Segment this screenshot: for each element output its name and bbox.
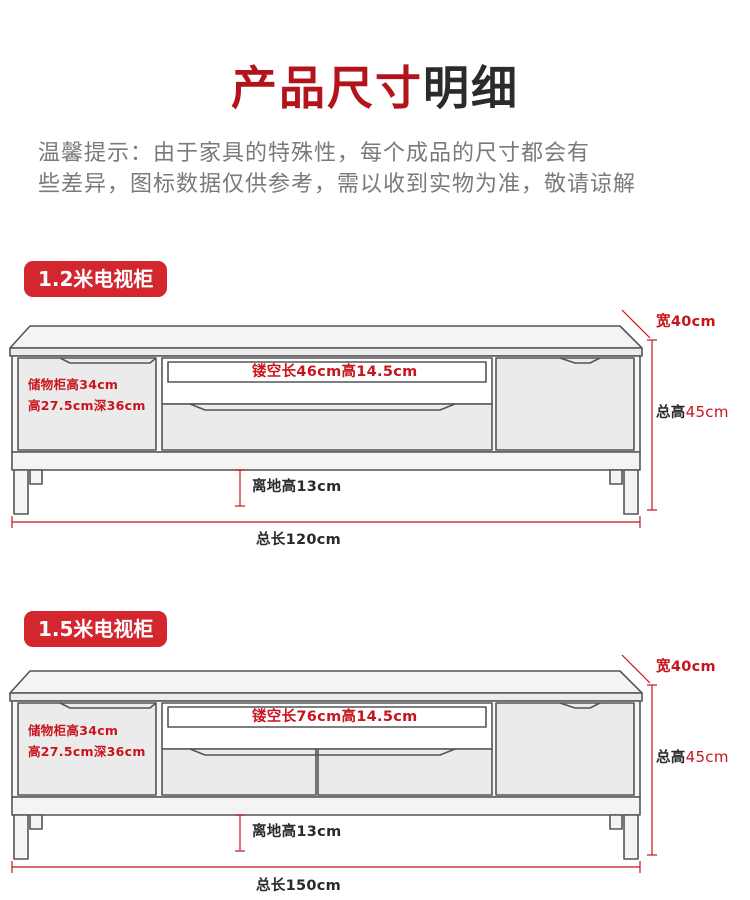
- length-dimension-1: 总长120cm: [256, 528, 341, 549]
- length-dimension-2: 总长150cm: [256, 874, 341, 895]
- product-badge-1: 1.2米电视柜: [24, 261, 168, 297]
- width-label-2: 宽: [656, 659, 671, 675]
- height-label-1: 总高: [656, 405, 686, 421]
- title-red-part: 产品尺寸: [231, 61, 423, 115]
- storage-dimension-2-line-2: 高27.5cm深36cm: [28, 744, 146, 759]
- notice-line-1: 温馨提示：由于家具的特殊性，每个成品的尺寸都会有: [38, 141, 591, 166]
- notice-text: 温馨提示：由于家具的特殊性，每个成品的尺寸都会有 些差异，图标数据仅供参考，需以…: [38, 138, 728, 200]
- product-badge-2: 1.5米电视柜: [24, 611, 168, 647]
- storage-dimension-1-line-1: 储物柜高34cm: [28, 377, 119, 392]
- title-dark-part: 明细: [423, 61, 519, 115]
- length-value-1: 120cm: [285, 532, 342, 548]
- hollow-dimension-1: 镂空长46cm高14.5cm: [252, 364, 418, 380]
- height-dimension-2: 总高45cm: [656, 746, 729, 767]
- width-dimension-2: 宽40cm: [656, 655, 716, 676]
- height-value-1: 45cm: [685, 403, 729, 421]
- height-value-2: 45cm: [685, 748, 729, 766]
- hollow-dimension-2: 镂空长76cm高14.5cm: [252, 709, 418, 725]
- page-title: 产品尺寸明细: [0, 52, 750, 118]
- storage-dimension-1-line-2: 高27.5cm深36cm: [28, 398, 146, 413]
- width-value-1: 40cm: [670, 314, 716, 330]
- width-value-2: 40cm: [670, 659, 716, 675]
- length-value-2: 150cm: [285, 878, 342, 894]
- tv-cabinet-drawing-1: [9, 309, 657, 528]
- length-label-2: 总长: [256, 878, 286, 894]
- storage-dimension-2-line-1: 储物柜高34cm: [28, 723, 119, 738]
- clearance-dimension-1: 离地高13cm: [252, 479, 342, 495]
- height-dimension-1: 总高45cm: [656, 401, 729, 422]
- height-label-2: 总高: [656, 750, 686, 766]
- clearance-dimension-2: 离地高13cm: [252, 824, 342, 840]
- tv-cabinet-drawing-2: [9, 654, 657, 873]
- width-dimension-1: 宽40cm: [656, 310, 716, 331]
- width-label-1: 宽: [656, 314, 671, 330]
- length-label-1: 总长: [256, 532, 286, 548]
- notice-line-2: 些差异，图标数据仅供参考，需以收到实物为准，敬请谅解: [38, 172, 637, 197]
